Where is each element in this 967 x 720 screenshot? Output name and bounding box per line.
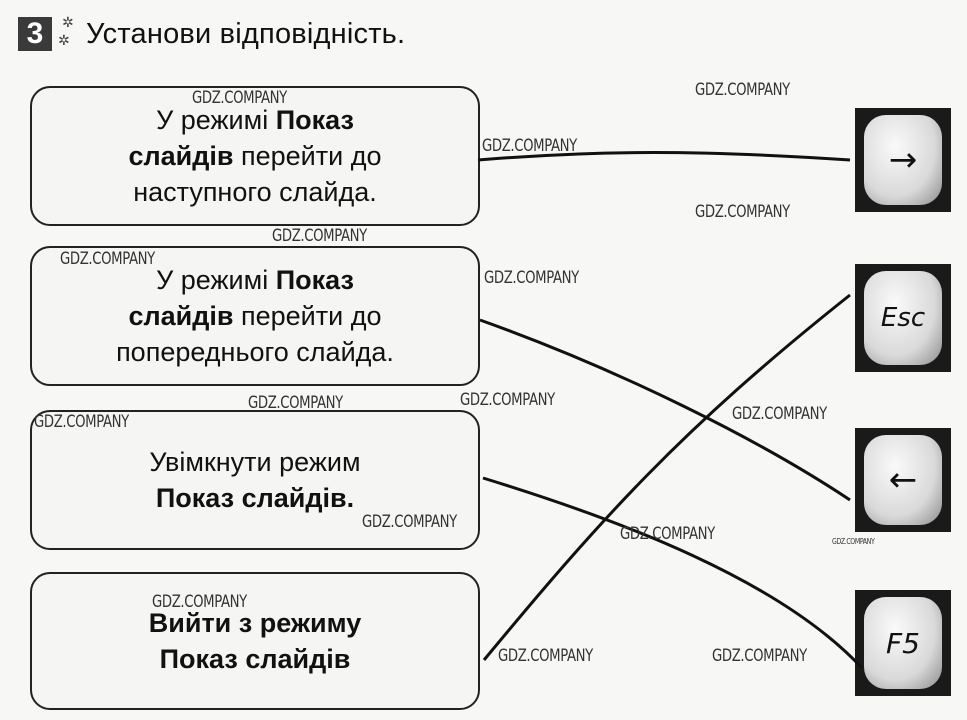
esc-key-icon: Esc xyxy=(864,271,942,365)
task-line: У режимі Показ xyxy=(156,105,354,135)
left-arrow-key-icon: ← xyxy=(864,435,942,525)
watermark-text: GDZ.COMPANY xyxy=(192,88,287,108)
watermark-text: GDZ.COMPANY xyxy=(620,524,715,544)
task-number-badge: 3 xyxy=(18,17,52,51)
watermark-text: GDZ.COMPANY xyxy=(248,393,343,413)
f5-key-icon: F5 xyxy=(864,597,942,689)
watermark-text: GDZ.COMPANY xyxy=(832,537,875,546)
task-line: Увімкнути режим xyxy=(149,447,361,477)
watermark-text: GDZ.COMPANY xyxy=(362,512,457,532)
match-line-start-to-f5 xyxy=(482,476,864,670)
watermark-text: GDZ.COMPANY xyxy=(732,404,827,424)
left-arrow-key[interactable]: ← xyxy=(855,428,951,532)
task-line: слайдів перейти до xyxy=(128,301,382,331)
watermark-text: GDZ.COMPANY xyxy=(482,136,577,156)
difficulty-stars-icon: ✲ ✲ xyxy=(58,14,74,48)
watermark-text: GDZ.COMPANY xyxy=(152,592,247,612)
watermark-text: GDZ.COMPANY xyxy=(695,202,790,222)
task-line: Вийти з режиму xyxy=(148,608,362,638)
task-box-next-slide[interactable]: У режимі Показ слайдів перейти до наступ… xyxy=(30,86,480,226)
task-title: Установи відповідність. xyxy=(86,17,406,50)
task-line: слайдів перейти до xyxy=(128,141,382,171)
task-box-start-slideshow[interactable]: Увімкнути режим Показ слайдів. xyxy=(30,410,480,550)
watermark-text: GDZ.COMPANY xyxy=(272,226,367,246)
f5-key[interactable]: F5 xyxy=(855,590,951,696)
task-line: наступного слайда. xyxy=(133,177,377,207)
watermark-text: GDZ.COMPANY xyxy=(484,268,579,288)
right-arrow-key[interactable]: → xyxy=(855,108,951,212)
watermark-text: GDZ.COMPANY xyxy=(60,249,155,269)
task-line: Показ слайдів xyxy=(159,644,351,674)
task-box-previous-slide[interactable]: У режимі Показ слайдів перейти до попере… xyxy=(30,246,480,386)
task-line: Показ слайдів. xyxy=(155,483,355,513)
watermark-text: GDZ.COMPANY xyxy=(34,412,129,432)
watermark-text: GDZ.COMPANY xyxy=(712,646,807,666)
task-box-exit-slideshow[interactable]: Вийти з режиму Показ слайдів xyxy=(30,572,480,710)
watermark-text: GDZ.COMPANY xyxy=(460,390,555,410)
task-line: У режимі Показ xyxy=(156,265,354,295)
watermark-text: GDZ.COMPANY xyxy=(695,80,790,100)
esc-key[interactable]: Esc xyxy=(855,264,951,372)
task-header: 3 ✲ ✲ Установи відповідність. xyxy=(18,12,405,56)
task-line: попереднього слайда. xyxy=(116,337,394,367)
right-arrow-key-icon: → xyxy=(864,115,942,205)
watermark-text: GDZ.COMPANY xyxy=(498,646,593,666)
match-line-exit-to-esc xyxy=(482,293,851,661)
